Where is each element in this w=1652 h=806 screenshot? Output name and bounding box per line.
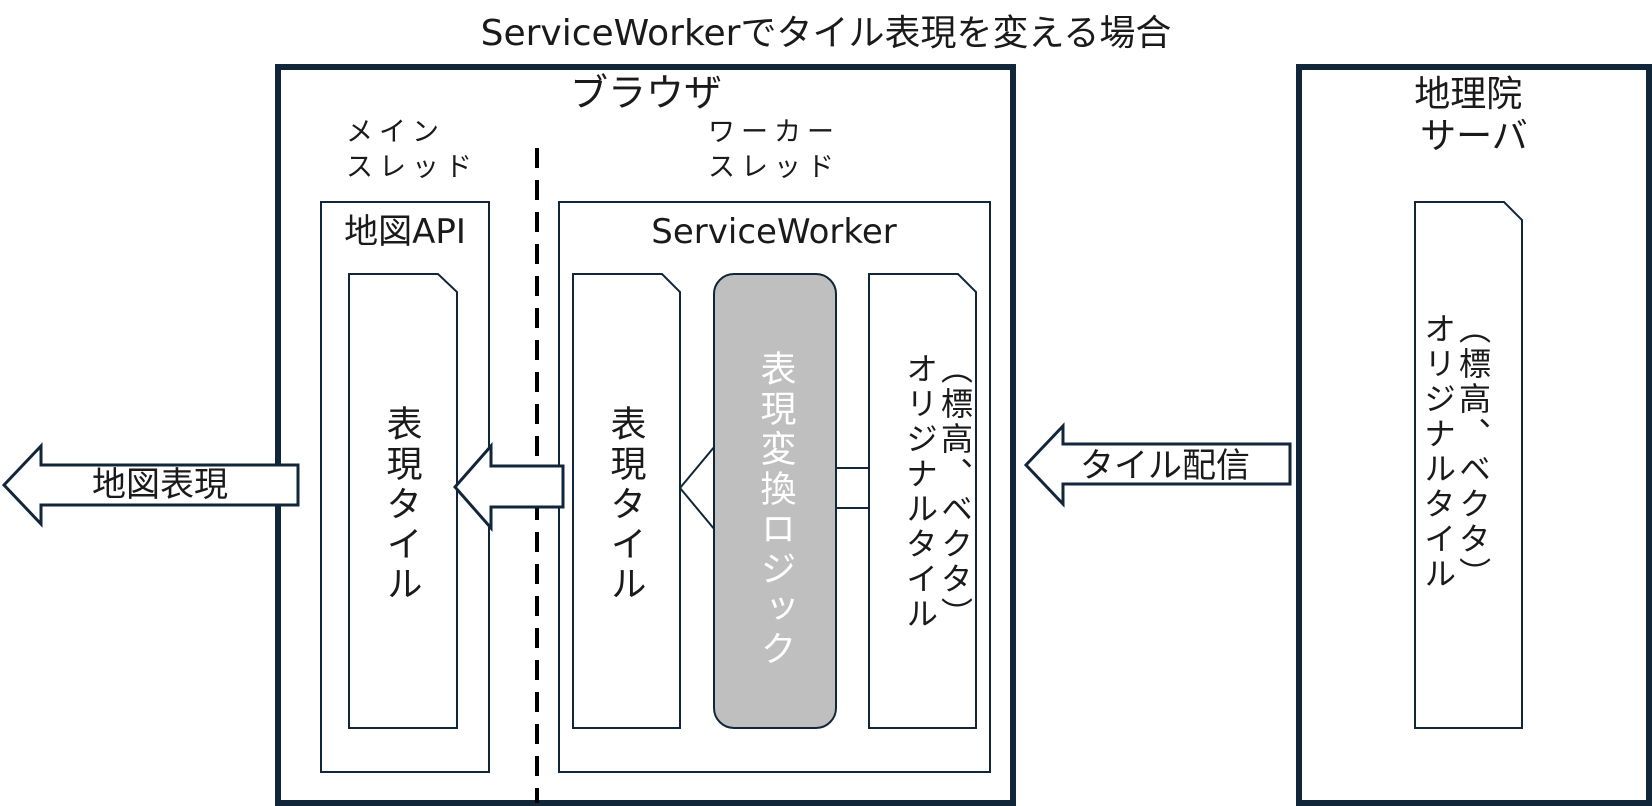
sw-original-tile-line2: （標高、ベクタ） bbox=[936, 352, 974, 632]
server-original-tile-label-2: （標高、ベクタ） bbox=[1454, 312, 1492, 592]
service-worker-label: ServiceWorker bbox=[651, 212, 896, 252]
main-thread-label: メイン スレッド bbox=[346, 117, 478, 183]
tile-delivery-arrow bbox=[1023, 422, 1292, 508]
worker-thread-label-line1: ワーカー bbox=[708, 117, 840, 148]
main-thread-label-line2: スレッド bbox=[346, 152, 478, 183]
worker-thread-label-line2: スレッド bbox=[708, 152, 840, 183]
conversion-logic-label: 表現変換ロジック bbox=[755, 350, 796, 670]
main-thread-label-line1: メイン bbox=[346, 117, 445, 148]
conversion-logic-box bbox=[713, 273, 837, 729]
browser-label: ブラウザ bbox=[570, 71, 722, 115]
server-original-tile-line1: オリジナルタイル bbox=[1419, 312, 1457, 592]
map-api-tile-label: 表現タイル bbox=[381, 405, 422, 605]
gsi-server-label-line2: サーバ bbox=[1420, 116, 1528, 157]
map-api-label: 地図API bbox=[344, 212, 466, 252]
server-original-tile-line2: （標高、ベクタ） bbox=[1454, 312, 1492, 592]
sw-original-tile bbox=[868, 273, 977, 729]
gsi-server-label-line1: 地理院 bbox=[1414, 74, 1522, 115]
map-display-label: 地図表現 bbox=[92, 465, 228, 505]
sw-original-tile-label-2: （標高、ベクタ） bbox=[936, 352, 974, 632]
map-api-tile bbox=[348, 273, 458, 729]
sw-rendered-tile-label: 表現タイル bbox=[605, 405, 646, 605]
server-original-tile bbox=[1414, 201, 1523, 729]
sw-rendered-tile bbox=[572, 273, 681, 729]
worker-to-main-arrow bbox=[453, 442, 565, 532]
gsi-server-label: 地理院 サーバ bbox=[1414, 74, 1533, 157]
sw-original-tile-line1: オリジナルタイル bbox=[901, 352, 939, 632]
sw-original-tile-label: オリジナルタイル bbox=[901, 352, 939, 632]
server-original-tile-label: オリジナルタイル bbox=[1419, 312, 1457, 592]
conversion-arrow-head bbox=[678, 445, 716, 531]
map-display-arrow bbox=[1, 442, 300, 528]
diagram-title: ServiceWorkerでタイル表現を変える場合 bbox=[481, 13, 1172, 54]
worker-thread-label: ワーカー スレッド bbox=[708, 117, 855, 183]
tile-delivery-label: タイル配信 bbox=[1080, 446, 1250, 486]
